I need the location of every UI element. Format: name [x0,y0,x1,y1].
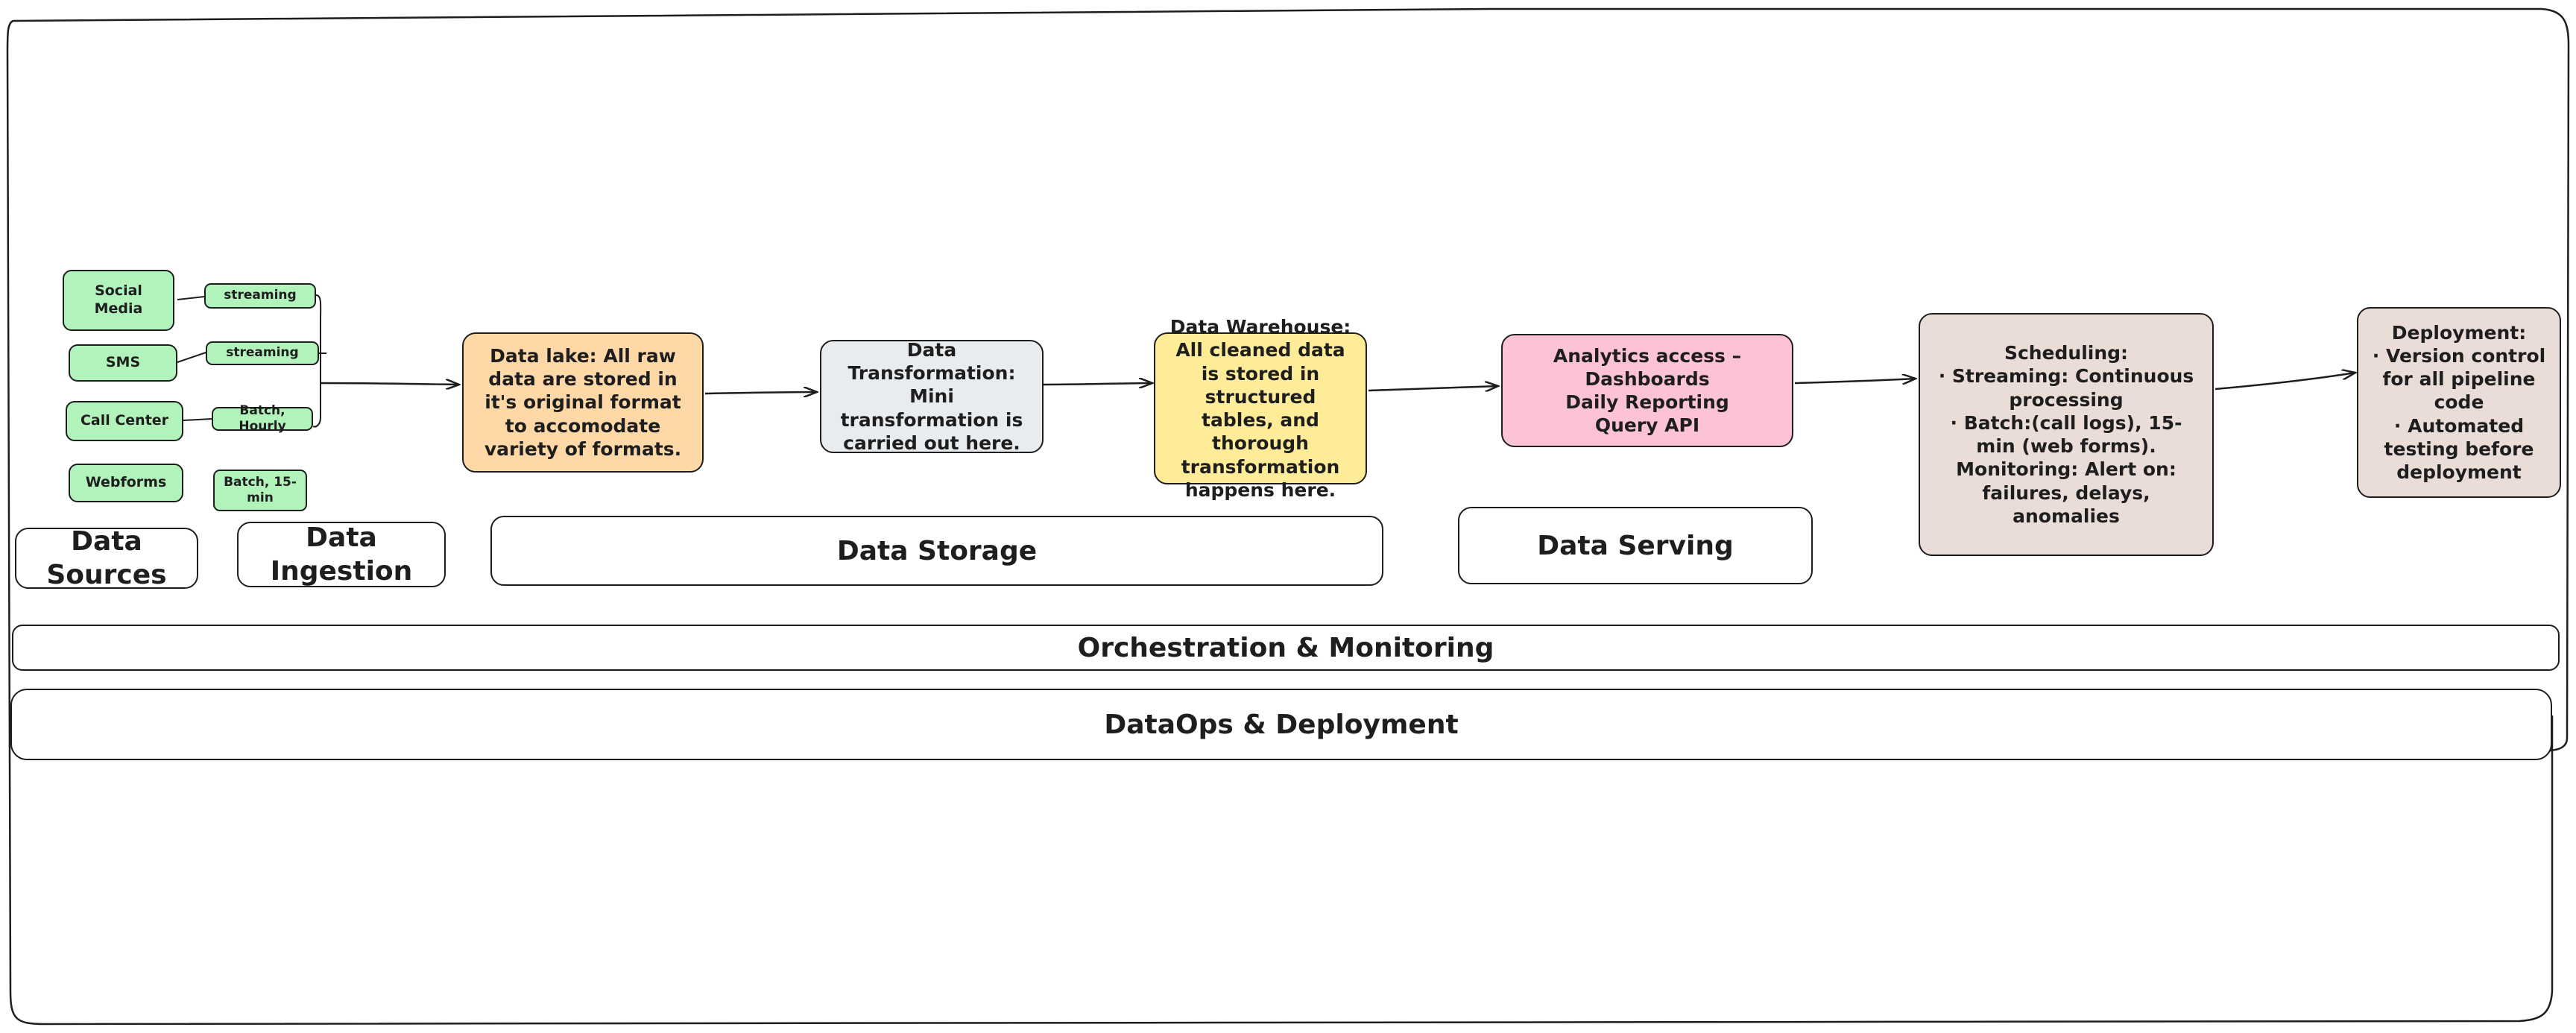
data-serving-box[interactable]: Analytics access – Dashboards Daily Repo… [1501,334,1793,447]
deployment-box[interactable]: Deployment: · Version control for all pi… [2357,307,2561,498]
bar-orchestration-monitoring: Orchestration & Monitoring [12,625,2560,671]
source-call-center[interactable]: Call Center [66,401,183,441]
label-data-sources: Data Sources [15,526,198,590]
label-data-ingestion: Data Ingestion [237,522,446,587]
bar-dataops-deployment: DataOps & Deployment [10,689,2552,760]
ingestion-batch-hourly[interactable]: Batch, Hourly [212,403,313,434]
data-warehouse-box[interactable]: Data Warehouse: All cleaned data is stor… [1154,316,1367,501]
arrow-ingestion-to-lake [320,383,459,385]
connector-callcenter-batch [183,418,212,421]
data-transformation-box[interactable]: Data Transformation: Mini transformation… [820,339,1044,454]
arrow-lake-to-transform [704,392,817,394]
source-sms[interactable]: SMS [69,344,177,382]
source-webforms[interactable]: Webforms [69,464,183,502]
label-data-serving: Data Serving [1458,507,1813,584]
orchestration-box[interactable]: Scheduling: · Streaming: Continuous proc… [1919,313,2214,556]
source-social-media[interactable]: Social Media [63,270,174,331]
data-lake-box[interactable]: Data lake: All raw data are stored in it… [462,332,704,473]
connector-social-streaming [177,296,205,300]
arrow-transform-to-warehouse [1043,383,1152,385]
ingestion-streaming-sms[interactable]: streaming [206,341,319,365]
arrow-orchestration-to-deployment [2214,373,2355,391]
ingestion-streaming-social[interactable]: streaming [204,283,316,309]
arrow-warehouse-to-serving [1368,386,1498,391]
label-data-storage: Data Storage [490,516,1383,586]
arrow-serving-to-orchestration [1794,379,1916,383]
ingestion-batch-15min[interactable]: Batch, 15- min [213,470,307,511]
connector-sms-streaming [177,352,206,363]
